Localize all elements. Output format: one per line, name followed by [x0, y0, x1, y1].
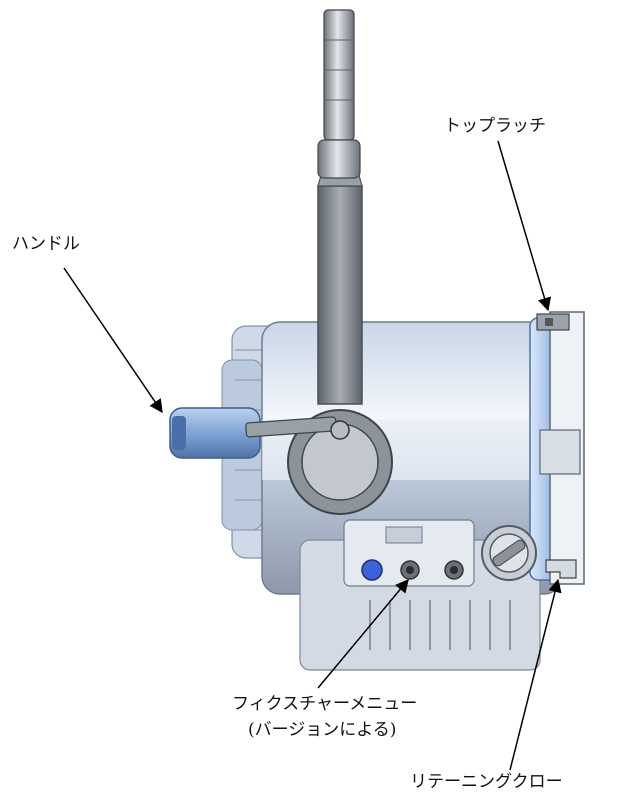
handle-arrow	[63, 267, 163, 414]
top-latch-arrow	[497, 140, 552, 312]
top-latch	[536, 313, 570, 331]
yoke	[245, 171, 393, 515]
focus-knob	[481, 525, 537, 581]
fixture-menu-label: フィクスチャーメニュー	[232, 694, 418, 714]
retaining-claw	[545, 559, 577, 579]
fixture-menu-arrow	[317, 578, 409, 689]
control-panel	[343, 519, 475, 587]
retaining-claw-label: リテーニングクロー	[410, 772, 563, 792]
top-latch-label: トップラッチ	[444, 116, 546, 136]
spigot	[317, 9, 361, 179]
fixture-menu-note-label: (バージョンによる)	[248, 720, 397, 740]
rear-handle	[169, 407, 261, 459]
retaining-claw-arrow	[509, 578, 562, 771]
handle-label: ハンドル	[12, 234, 80, 254]
lens-ring	[529, 311, 585, 585]
